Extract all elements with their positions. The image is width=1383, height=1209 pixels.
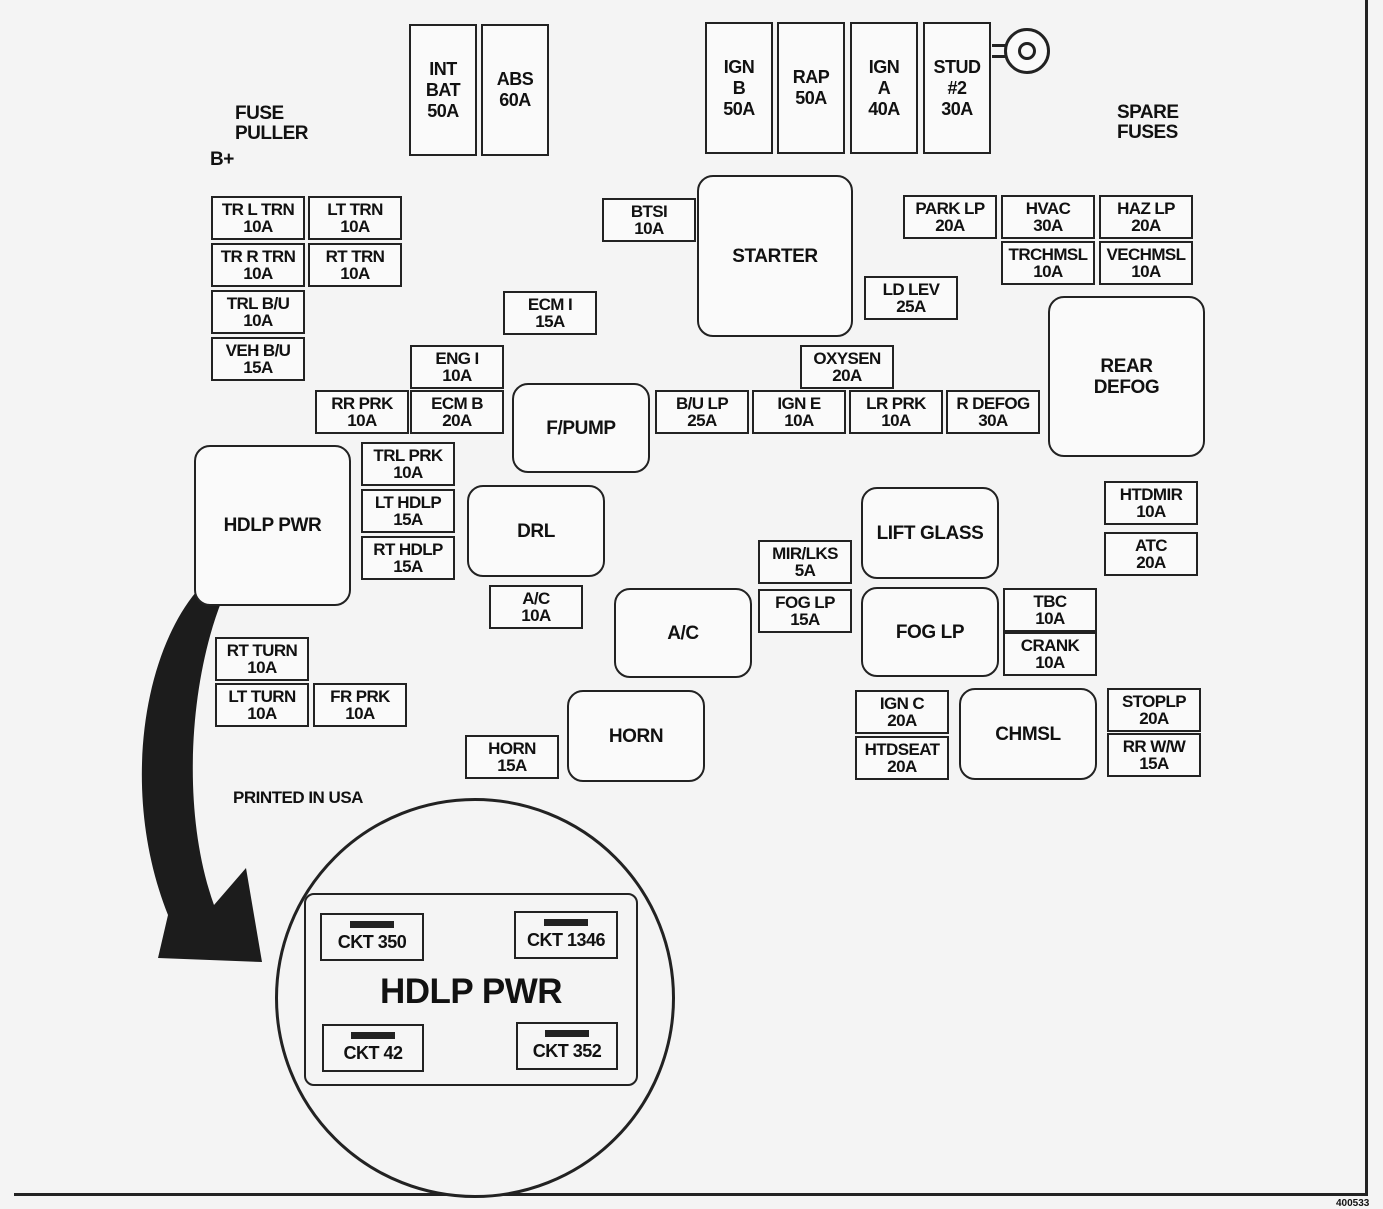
- b-plus-label: B+: [210, 149, 234, 170]
- spare-fuses-label: SPARE FUSES: [1117, 102, 1179, 143]
- relay-hdlp-pwr: HDLP PWR: [194, 445, 351, 606]
- relay-starter: STARTER: [697, 175, 853, 337]
- circuit-1346-terminal: CKT 1346: [514, 911, 618, 959]
- printed-in-usa-label: PRINTED IN USA: [233, 788, 363, 807]
- relay-fog-lp: FOG LP: [861, 587, 999, 677]
- battery-stud-lug: [1004, 28, 1050, 74]
- relay-horn: HORN: [567, 690, 705, 782]
- circuit-350-terminal: CKT 350: [320, 913, 424, 961]
- stud-tab: [992, 44, 1008, 58]
- hdlp-pwr-detail-circle: [275, 798, 675, 1198]
- circuit-352-terminal: CKT 352: [516, 1022, 618, 1070]
- relay-chmsl: CHMSL: [959, 688, 1097, 780]
- diagram-frame: [14, 0, 1368, 1196]
- relay-rear-defog: REAR DEFOG: [1048, 296, 1205, 457]
- relay-f-pump: F/PUMP: [512, 383, 650, 473]
- relay-lift-glass: LIFT GLASS: [861, 487, 999, 579]
- detail-title: HDLP PWR: [379, 972, 563, 1011]
- relay-drl: DRL: [467, 485, 605, 577]
- fuse-puller-label: FUSE PULLER: [235, 103, 309, 144]
- figure-id: 400533: [1336, 1198, 1370, 1209]
- circuit-42-terminal: CKT 42: [322, 1024, 424, 1072]
- relay-a-c: A/C: [614, 588, 752, 678]
- hdlp-pwr-detail-relay: [304, 893, 638, 1086]
